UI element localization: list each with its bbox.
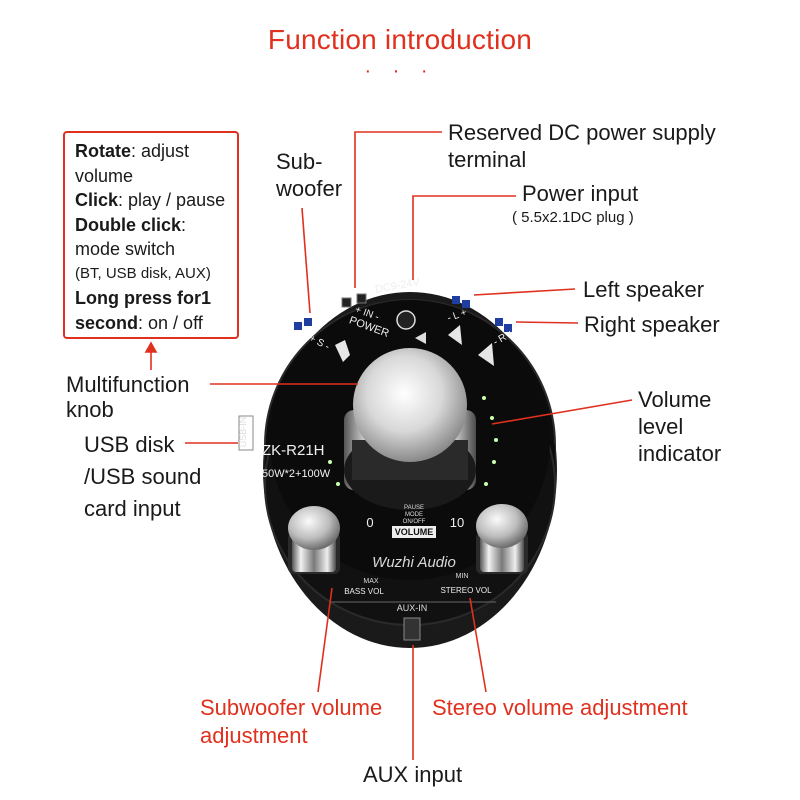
info-volume: volume — [75, 165, 134, 186]
legend-onoff: ON/OFF — [403, 519, 426, 525]
info-rotate-rest: : adjust — [131, 141, 190, 161]
label-multifunction-1: Multifunction — [66, 372, 190, 397]
info-click: Click: play / pause — [75, 188, 231, 213]
power-terminal — [341, 293, 367, 308]
label-power-input: Power input — [522, 181, 639, 206]
label-subwoofer-2: woofer — [276, 176, 343, 201]
left-terminal — [452, 296, 470, 308]
title-dots: · · · — [364, 60, 436, 82]
stereo-vol-label: STEREO VOL — [440, 586, 492, 595]
label-subwoofer-vol-1: Subwoofer volume — [200, 695, 383, 720]
label-usb-2: /USB sound — [84, 464, 202, 489]
label-volume-level-1: Volume — [638, 387, 712, 412]
usb-label: USB-IN — [238, 417, 248, 448]
legend-mode: MODE — [405, 512, 423, 518]
min-label: MIN — [456, 573, 469, 580]
aux-jack — [403, 617, 421, 641]
scale-min-label: 0 — [366, 515, 373, 530]
usb-port — [238, 415, 254, 451]
label-usb-1: USB disk — [84, 432, 175, 457]
info-double-click: Double click: — [75, 213, 231, 238]
bass-vol-label: BASS VOL — [344, 587, 384, 596]
label-reserved-dc-1: Reserved DC power supply — [448, 120, 716, 145]
stereo-volume-knob[interactable] — [476, 504, 528, 574]
label-usb-3: card input — [84, 496, 181, 521]
callout-lines — [144, 131, 633, 760]
brand-label: Wuzhi Audio — [372, 554, 456, 571]
info-click-key: Click — [75, 190, 119, 210]
sub-terminal — [294, 318, 312, 330]
info-mode-switch: mode switch — [75, 239, 176, 259]
label-reserved-dc-2: terminal — [448, 147, 527, 172]
label-aux-input: AUX input — [363, 762, 463, 787]
info-on-off: second: on / off — [75, 311, 231, 336]
info-long-press: Long press for1 — [75, 288, 212, 308]
info-second-key: second — [75, 312, 139, 333]
label-left-speaker: Left speaker — [583, 277, 705, 302]
right-terminal — [495, 318, 512, 332]
max-label: MAX — [363, 578, 379, 585]
multifunction-info-box: Rotate: adjust volume Click: play / paus… — [63, 131, 239, 339]
volume-badge-label: VOLUME — [395, 527, 434, 537]
label-multifunction-2: knob — [66, 397, 114, 422]
label-subwoofer-vol-2: adjustment — [200, 723, 308, 748]
arrow-icon — [415, 332, 426, 344]
volume-badge — [392, 526, 436, 538]
label-power-input-sub: ( 5.5x2.1DC plug ) — [512, 209, 634, 226]
bass-volume-knob[interactable] — [288, 506, 340, 574]
aux-label: AUX-IN — [397, 603, 428, 613]
page-title: Function introduction — [267, 24, 533, 55]
dc-jack — [396, 310, 416, 330]
label-subwoofer-1: Sub- — [276, 149, 323, 174]
model-label: ZK-R21H — [262, 442, 325, 459]
label-right-speaker: Right speaker — [584, 312, 720, 337]
info-on-off-rest: : on / off — [138, 312, 203, 333]
speaker-icon — [335, 325, 494, 366]
power-rating-label: 50W*2+100W — [262, 468, 331, 480]
label-volume-level-3: indicator — [638, 441, 722, 466]
label-stereo-vol: Stereo volume adjustment — [432, 695, 688, 720]
info-rotate: Rotate: adjust — [75, 139, 231, 164]
volume-indicator-dots — [328, 396, 498, 486]
info-double-click-key: Double click — [75, 214, 182, 235]
label-volume-level-2: level — [638, 414, 684, 439]
multifunction-knob[interactable] — [353, 348, 467, 462]
info-click-rest: : play / pause — [118, 190, 226, 210]
info-double-click-rest: : — [181, 214, 187, 235]
legend-pause: PAUSE — [404, 505, 424, 511]
info-modes: (BT, USB disk, AUX) — [75, 264, 211, 282]
info-rotate-key: Rotate — [75, 141, 132, 161]
scale-max-label: 10 — [450, 515, 464, 530]
